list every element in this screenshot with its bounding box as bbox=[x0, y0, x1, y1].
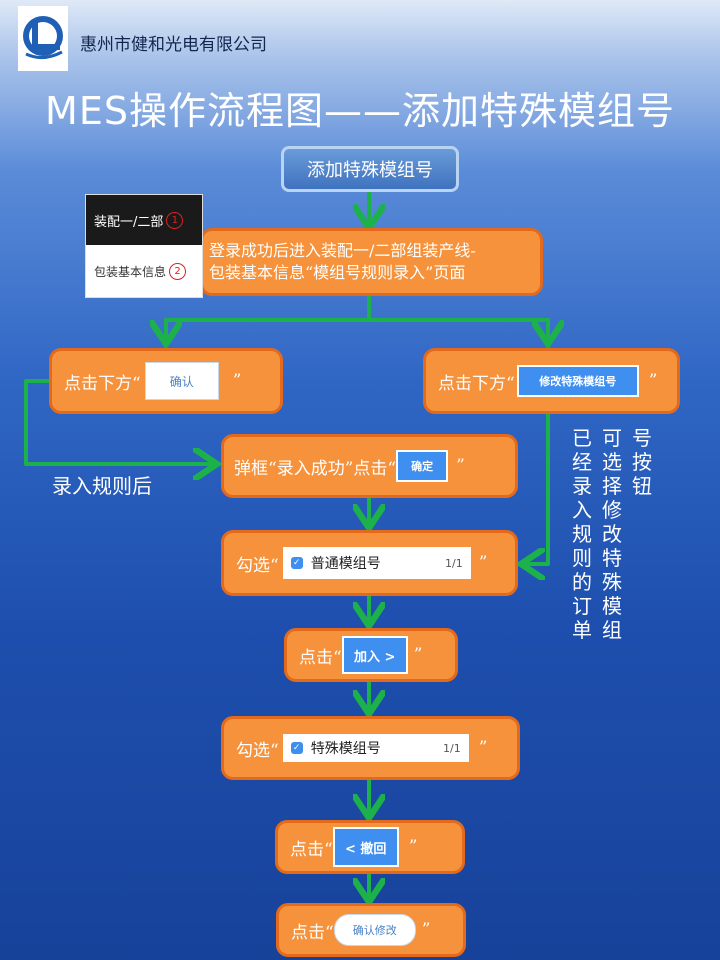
popup-step-prefix: 弹框“录入成功”点击“ bbox=[234, 458, 397, 479]
after-entry-label: 录入规则后 bbox=[52, 474, 152, 498]
right-branch-quote: ” bbox=[648, 371, 658, 391]
checkbox-checked-icon[interactable]: ✓ bbox=[290, 557, 303, 569]
right-branch-step: 点击下方“ 修改特殊模组号 ” bbox=[423, 348, 680, 414]
side-note-col3: 号按钮 bbox=[632, 426, 652, 498]
confirm-button[interactable]: 确认 bbox=[144, 362, 219, 400]
menu-item-assembly: 装配一/二部 1 bbox=[86, 195, 202, 245]
checkbox-checked-icon[interactable]: ✓ bbox=[290, 742, 303, 754]
left-branch-step: 点击下方“ 确认 ” bbox=[49, 348, 283, 414]
add-step-quote: ” bbox=[413, 645, 423, 665]
select-normal-quote: ” bbox=[478, 553, 488, 573]
right-branch-prefix: 点击下方“ bbox=[438, 373, 515, 394]
revoke-button[interactable]: < 撤回 bbox=[332, 827, 399, 867]
step-number-1: 1 bbox=[166, 211, 184, 229]
company-name: 惠州市健和光电有限公司 bbox=[80, 35, 267, 55]
revoke-step: 点击“ < 撤回 ” bbox=[275, 820, 465, 874]
confirm-modify-step: 点击“ 确认修改 ” bbox=[276, 903, 466, 957]
confirm-modify-prefix: 点击“ bbox=[291, 922, 334, 943]
start-node-label: 添加特殊模组号 bbox=[307, 160, 433, 181]
confirm-modify-quote: ” bbox=[421, 920, 431, 940]
side-note-col1: 已经录入规则的订单 bbox=[572, 426, 592, 642]
menu-item-packaging: 包装基本信息 2 bbox=[86, 245, 202, 297]
special-module-checkbox-row[interactable]: ✓ 特殊模组号 1/1 bbox=[282, 734, 469, 762]
company-logo bbox=[18, 6, 68, 71]
modify-special-module-button[interactable]: 修改特殊模组号 bbox=[516, 365, 639, 397]
add-step: 点击“ 加入 > ” bbox=[284, 628, 458, 682]
revoke-step-quote: ” bbox=[408, 837, 418, 857]
login-step: 登录成功后进入装配一/二部组装产线- 包装基本信息“模组号规则录入”页面 bbox=[200, 228, 543, 296]
select-special-step: 勾选“ ✓ 特殊模组号 1/1 ” bbox=[221, 716, 520, 780]
special-module-count: 1/1 bbox=[443, 741, 461, 755]
left-branch-prefix: 点击下方“ bbox=[64, 373, 141, 394]
add-button[interactable]: 加入 > bbox=[341, 636, 408, 674]
menu-inset: 装配一/二部 1 包装基本信息 2 bbox=[85, 194, 203, 298]
select-normal-prefix: 勾选“ bbox=[236, 555, 279, 576]
ok-button[interactable]: 确定 bbox=[396, 450, 449, 482]
start-node: 添加特殊模组号 bbox=[281, 146, 459, 192]
add-step-prefix: 点击“ bbox=[299, 647, 342, 668]
step-number-2: 2 bbox=[169, 262, 187, 280]
side-note-col2: 可选择修改特殊模组 bbox=[602, 426, 622, 642]
login-step-line2: 包装基本信息“模组号规则录入”页面 bbox=[209, 263, 466, 282]
normal-module-checkbox-row[interactable]: ✓ 普通模组号 1/1 bbox=[282, 547, 471, 579]
select-special-prefix: 勾选“ bbox=[236, 740, 279, 761]
login-step-line1: 登录成功后进入装配一/二部组装产线- bbox=[209, 241, 476, 260]
left-branch-quote: ” bbox=[232, 371, 242, 391]
select-normal-step: 勾选“ ✓ 普通模组号 1/1 ” bbox=[221, 530, 518, 596]
revoke-step-prefix: 点击“ bbox=[290, 839, 333, 860]
logo-icon bbox=[23, 16, 63, 59]
arrow-right-to-select bbox=[525, 412, 550, 564]
confirm-modify-button[interactable]: 确认修改 bbox=[333, 914, 416, 946]
special-module-label: 特殊模组号 bbox=[310, 741, 381, 757]
page-title: MES操作流程图——添加特殊模组号 bbox=[45, 89, 675, 133]
popup-step: 弹框“录入成功”点击“ 确定 ” bbox=[221, 434, 518, 498]
arrow-left-to-popup bbox=[24, 379, 213, 464]
popup-step-quote: ” bbox=[456, 456, 465, 476]
normal-module-label: 普通模组号 bbox=[310, 556, 381, 572]
select-special-quote: ” bbox=[478, 738, 488, 758]
normal-module-count: 1/1 bbox=[445, 556, 463, 570]
